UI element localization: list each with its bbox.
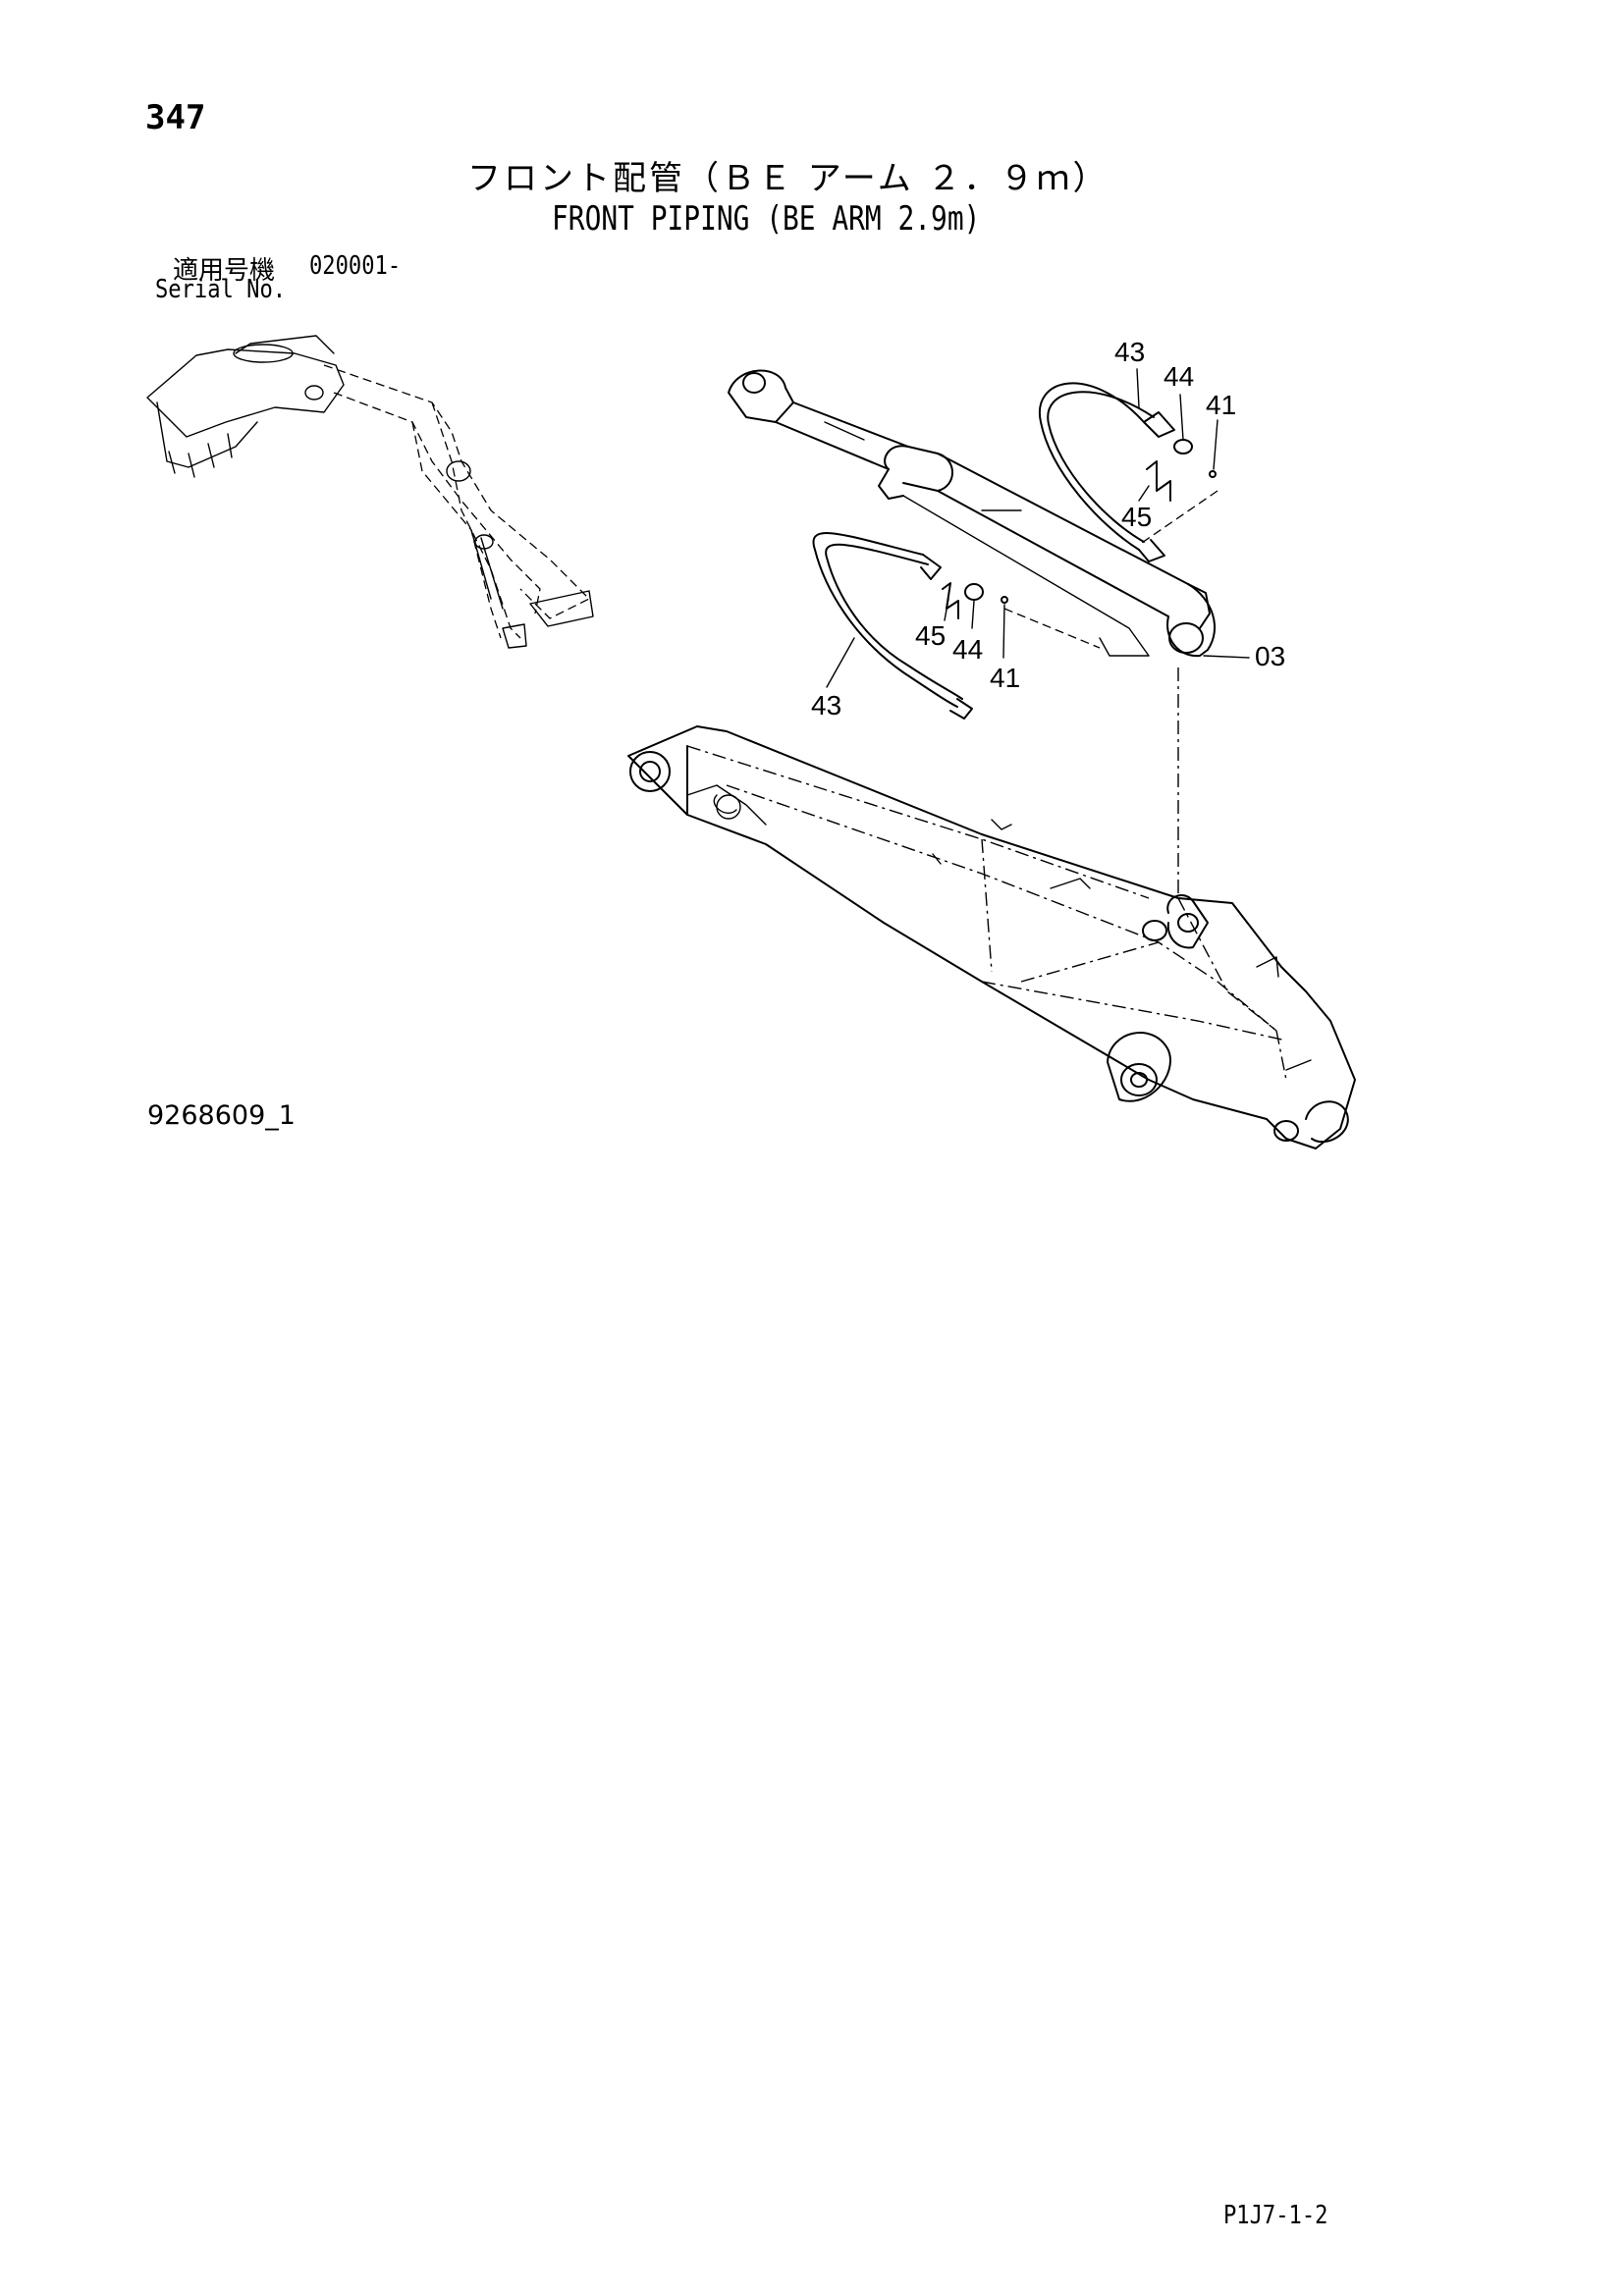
callout-hose-lower: 43: [811, 690, 841, 721]
title-japanese: フロント配管（ＢＥ アーム ２．９ｍ）: [467, 159, 1110, 198]
callout-clip-upper: 45: [1121, 502, 1152, 532]
serial-label-ja: 適用号機: [173, 256, 276, 286]
callout-nut-upper: 44: [1164, 361, 1194, 392]
arm-cylinder: [728, 369, 1217, 658]
callout-labels: 43 44 41 45 03 45 44 41 43: [811, 337, 1285, 721]
upper-fittings: [1138, 439, 1218, 546]
callout-hose-upper: 43: [1114, 337, 1145, 367]
upper-hose: [1038, 382, 1175, 562]
drawing-id: 9268609_1: [147, 1100, 296, 1131]
title-english: FRONT PIPING (BE ARM 2.9m): [552, 199, 981, 239]
page-code: P1J7-1-2: [1223, 2201, 1328, 2230]
serial-label-en: Serial No.: [155, 275, 287, 304]
callout-nut-lower: 44: [952, 634, 983, 665]
page-number: 347: [145, 98, 206, 137]
lower-hose: [812, 532, 973, 720]
front-attachment-overview: [146, 335, 594, 649]
callout-oring-lower: 41: [990, 663, 1020, 693]
callout-clip-lower: 45: [915, 620, 946, 651]
callout-oring-upper: 41: [1206, 390, 1236, 420]
serial-value: 020001-: [309, 251, 402, 281]
callout-cylinder: 03: [1255, 641, 1285, 671]
arm: [627, 725, 1356, 1149]
